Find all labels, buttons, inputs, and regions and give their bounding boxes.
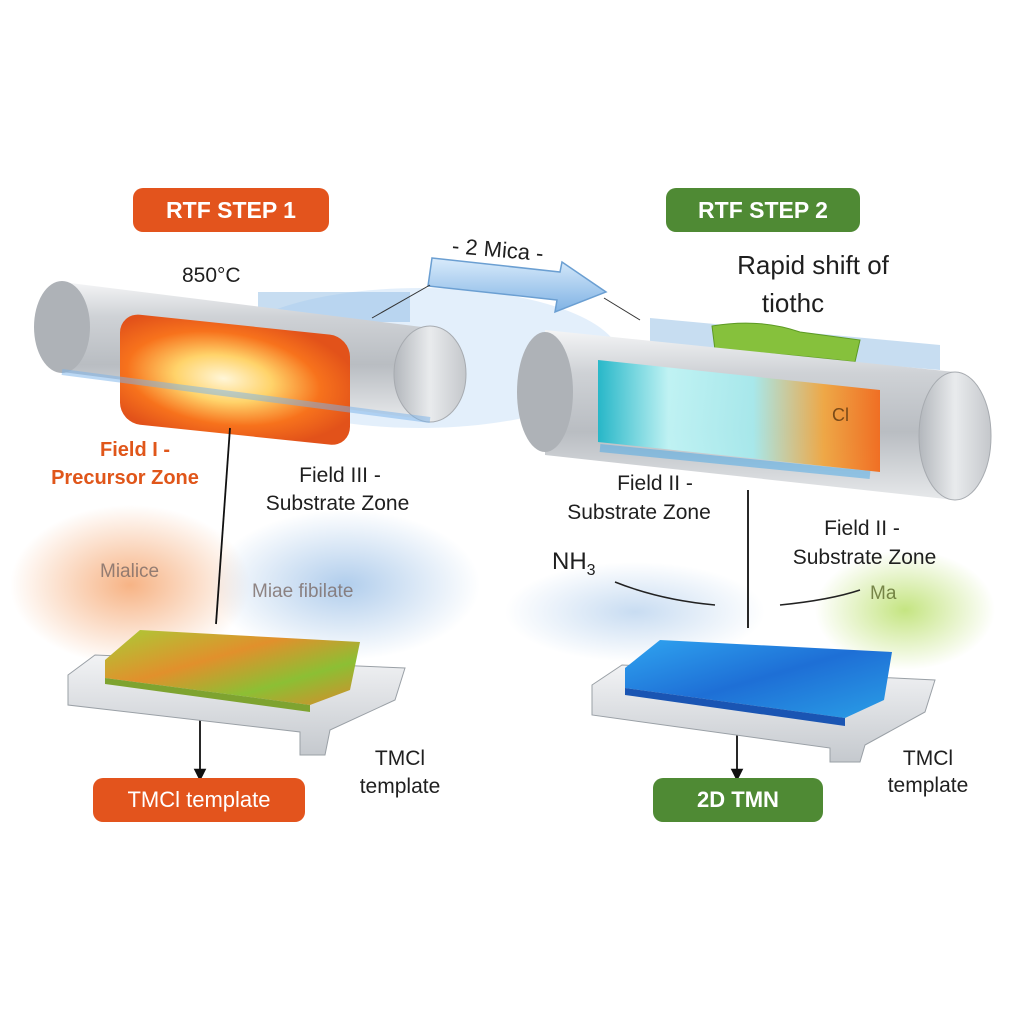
- step2-badge: RTF STEP 2: [666, 188, 860, 232]
- transfer-arrow: [371, 257, 641, 321]
- temperature-label: 850°C: [182, 264, 241, 287]
- precursor-zone-label-line2: Precursor Zone: [51, 467, 199, 489]
- template-label-step2-line2: template: [887, 774, 969, 797]
- gas-label: NH3: [552, 548, 596, 584]
- template-label-step1-line2: template: [359, 775, 441, 798]
- precursor-zone-label-line1: Field I -: [100, 439, 170, 461]
- faded-label-left: Mialice: [100, 561, 160, 582]
- faded-label-right: Miae fibilate: [252, 581, 354, 602]
- furnace-tube-step2: [517, 318, 992, 501]
- substrate-zone-label-step1-line2: Substrate Zone: [265, 492, 410, 515]
- substrate-zone-label-step1-line1: Field III -: [299, 464, 381, 487]
- substrate-step1: [67, 630, 406, 756]
- gas-label-text: NH: [552, 548, 587, 575]
- flow-arrows: [193, 427, 861, 782]
- substrate-zone-label-step2a-line1: Field II -: [617, 472, 693, 495]
- vapor-clouds: [10, 505, 995, 670]
- template-label-step2-line1: TMCl: [902, 747, 954, 770]
- step2-heading-line2: tiothc: [761, 288, 825, 318]
- substrate-step2: [591, 640, 936, 763]
- bottom-badge-step2: 2D TMN: [653, 778, 823, 822]
- furnace-mark-label: Cl: [832, 405, 849, 425]
- bottom-badge-step1: TMCl template: [93, 778, 305, 822]
- gas-label-subscript: 3: [586, 561, 596, 579]
- template-label-step1-line1: TMCl: [374, 747, 426, 770]
- substrate-zone-label-step2b-line1: Field II -: [824, 517, 900, 540]
- step1-badge: RTF STEP 1: [133, 188, 329, 232]
- substrate-zone-label-step2a-line2: Substrate Zone: [567, 501, 711, 524]
- faded-label-step2: Ma: [870, 583, 897, 604]
- substrate-zone-label-step2b-line2: Substrate Zone: [792, 546, 937, 569]
- step2-heading-line1: Rapid shift of: [737, 250, 889, 280]
